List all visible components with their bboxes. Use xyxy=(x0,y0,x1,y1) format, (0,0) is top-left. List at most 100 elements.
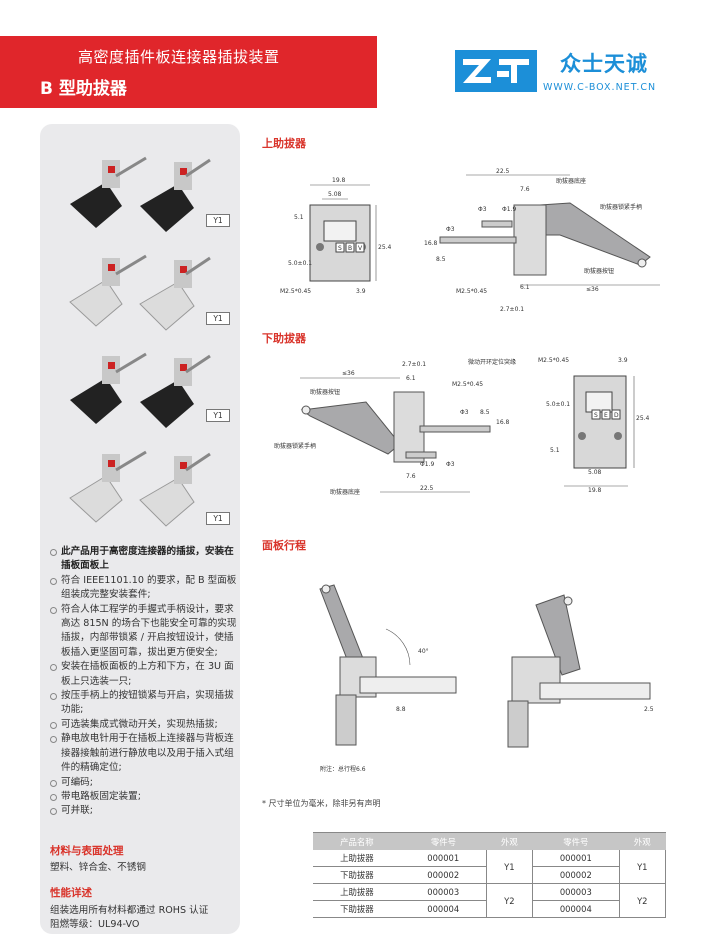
code-letter: S xyxy=(338,245,342,252)
header-subtitle: B 型助拔器 xyxy=(40,79,127,99)
feature-item: 安装在插板面板的上方和下方，在 3U 面板上只选装一只; xyxy=(50,660,240,689)
table-row: 上助拔器 000003 Y2 000003 Y2 xyxy=(313,883,667,918)
code-letter: S xyxy=(594,412,598,419)
table-cell: 000004 xyxy=(400,900,487,918)
code-letter: V xyxy=(358,245,363,252)
material-text: 塑料、锌合金、不锈钢 xyxy=(50,862,146,873)
dim-label: 7.6 xyxy=(520,186,530,193)
dim-label: 25.4 xyxy=(636,415,650,422)
dim-label: Φ1.9 xyxy=(420,461,434,468)
dim-label: M2.5*0.45 xyxy=(456,288,487,295)
footnote: * 尺寸单位为毫米，除非另有声明 xyxy=(262,799,381,808)
callout-label: 助拔器底座 xyxy=(556,177,586,185)
dim-label: 5.1 xyxy=(550,447,560,454)
table-header: 产品名称 xyxy=(313,832,401,850)
performance-heading: 性能详述 xyxy=(50,887,92,899)
product-sidebar: Y1 Y1 Y1 Y1 xyxy=(40,124,240,934)
table-cell: 上助拔器 xyxy=(313,850,401,867)
dim-label: 2.5 xyxy=(644,706,654,713)
table-cell: 000004 xyxy=(532,900,620,918)
table-cell: 上助拔器 xyxy=(313,883,401,901)
dim-label: M2.5*0.45 xyxy=(538,357,569,364)
product-tag: Y1 xyxy=(206,409,230,422)
table-cell: 下助拔器 xyxy=(313,866,401,884)
product-photo-4 xyxy=(69,450,211,527)
code-letter: D xyxy=(614,412,619,419)
table-cell: Y1 xyxy=(485,850,534,884)
dim-label: Φ3 xyxy=(460,409,469,416)
feature-item: 按压手柄上的按钮锁紧与开启，实现插拔功能; xyxy=(50,689,240,718)
callout-label: 助拔器按钮 xyxy=(584,267,614,275)
code-letter: E xyxy=(604,412,608,419)
table-cell: Y2 xyxy=(485,883,534,918)
table-cell: Y2 xyxy=(618,883,667,918)
travel-note: 附注：总行程6.6 xyxy=(320,765,366,773)
dim-label: 6.1 xyxy=(406,375,416,382)
dim-label: 8.5 xyxy=(436,256,446,263)
table-header: 外观 xyxy=(486,832,533,850)
dim-label: 5.0±0.1 xyxy=(288,260,312,267)
dim-label: 16.8 xyxy=(496,419,510,426)
table-header: 零件号 xyxy=(400,832,487,850)
table-cell: 000002 xyxy=(400,866,487,884)
dim-label: 19.8 xyxy=(332,177,346,184)
feature-item: 此产品用于高密度连接器的插拔，安装在插板面板上 xyxy=(50,545,240,574)
dim-label: 22.5 xyxy=(496,168,510,175)
dim-label: 16.8 xyxy=(424,240,438,247)
dim-label: ≤36 xyxy=(342,370,355,377)
product-photo-2 xyxy=(69,254,211,331)
table-row: 上助拔器 000001 Y1 000001 Y1 xyxy=(313,850,667,884)
dim-label: 5.08 xyxy=(588,469,602,476)
table-cell: 下助拔器 xyxy=(313,900,401,918)
dim-label: 3.9 xyxy=(356,288,366,295)
section-title-upper: 上助拔器 xyxy=(262,137,306,150)
dim-label: Φ3 xyxy=(478,206,487,213)
dim-label: ≤36 xyxy=(586,286,599,293)
feature-item: 静电放电针用于在插板上连接器与背板连接器接触前进行静放电以及用于插入式组件的精确… xyxy=(50,732,240,775)
material-heading: 材料与表面处理 xyxy=(50,845,124,857)
feature-item: 可编码; xyxy=(50,776,240,790)
dim-label: 6.1 xyxy=(520,284,530,291)
product-photo-3 xyxy=(70,352,211,428)
feature-item: 符合人体工程学的手握式手柄设计，要求高达 815N 的场合下也能安全可靠的实现插… xyxy=(50,603,240,661)
parts-table: 产品名称 零件号 外观 零件号 外观 上助拔器 000001 Y1 000001… xyxy=(313,832,667,918)
performance-line2: 阻燃等级：UL94-VO xyxy=(50,919,140,930)
dim-label: 7.6 xyxy=(406,473,416,480)
table-row: 下助拔器 000004 000004 xyxy=(313,900,666,918)
callout-label: 助拔器按钮 xyxy=(310,388,340,396)
dim-label: 5.1 xyxy=(294,214,304,221)
table-cell: 000002 xyxy=(532,866,620,884)
feature-item: 可选装集成式微动开关，实现热插拔; xyxy=(50,718,240,732)
product-tag: Y1 xyxy=(206,312,230,325)
table-header: 外观 xyxy=(619,832,666,850)
header-banner: 高密度插件板连接器插拔装置 B 型助拔器 xyxy=(0,36,377,108)
header-title: 高密度插件板连接器插拔装置 xyxy=(78,48,280,66)
table-cell: 000001 xyxy=(532,850,620,867)
dim-label: Φ1.9 xyxy=(502,206,516,213)
brand-url: WWW.C-BOX.NET.CN xyxy=(543,82,657,93)
callout-label: 助拔器锁紧手柄 xyxy=(274,442,316,450)
dim-label: Φ3 xyxy=(446,461,455,468)
dim-label: 2.7±0.1 xyxy=(402,361,426,368)
table-cell: 000001 xyxy=(400,850,487,867)
feature-item: 带电路板固定装置; xyxy=(50,790,240,804)
table-header: 零件号 xyxy=(532,832,620,850)
feature-list: 此产品用于高密度连接器的插拔，安装在插板面板上 符合 IEEE1101.10 的… xyxy=(50,545,240,819)
dim-label: Φ3 xyxy=(446,226,455,233)
table-cell: Y1 xyxy=(618,850,667,884)
dim-label: 5.08 xyxy=(328,191,342,198)
travel-drawing: 40° 8.8 附注：总行程6.6 2.5 xyxy=(319,584,654,773)
dim-label: 8.8 xyxy=(396,706,406,713)
dim-label: 2.7±0.1 xyxy=(500,306,524,313)
dim-label: 5.0±0.1 xyxy=(546,401,570,408)
dim-label: 25.4 xyxy=(378,244,392,251)
dim-label: 22.5 xyxy=(420,485,434,492)
brand-logo xyxy=(455,50,537,92)
upper-drawing: S B V 19.8 5.08 5.1 25.4 5.0±0.1 M2.5*0.… xyxy=(280,168,660,313)
feature-item: 可并联; xyxy=(50,804,240,818)
dim-label: 19.8 xyxy=(588,487,602,494)
callout-label: 助拔器底座 xyxy=(330,488,360,496)
table-row: 下助拔器 000002 000002 xyxy=(313,866,666,884)
dim-label: M2.5*0.45 xyxy=(452,381,483,388)
table-cell: 000003 xyxy=(532,883,620,901)
